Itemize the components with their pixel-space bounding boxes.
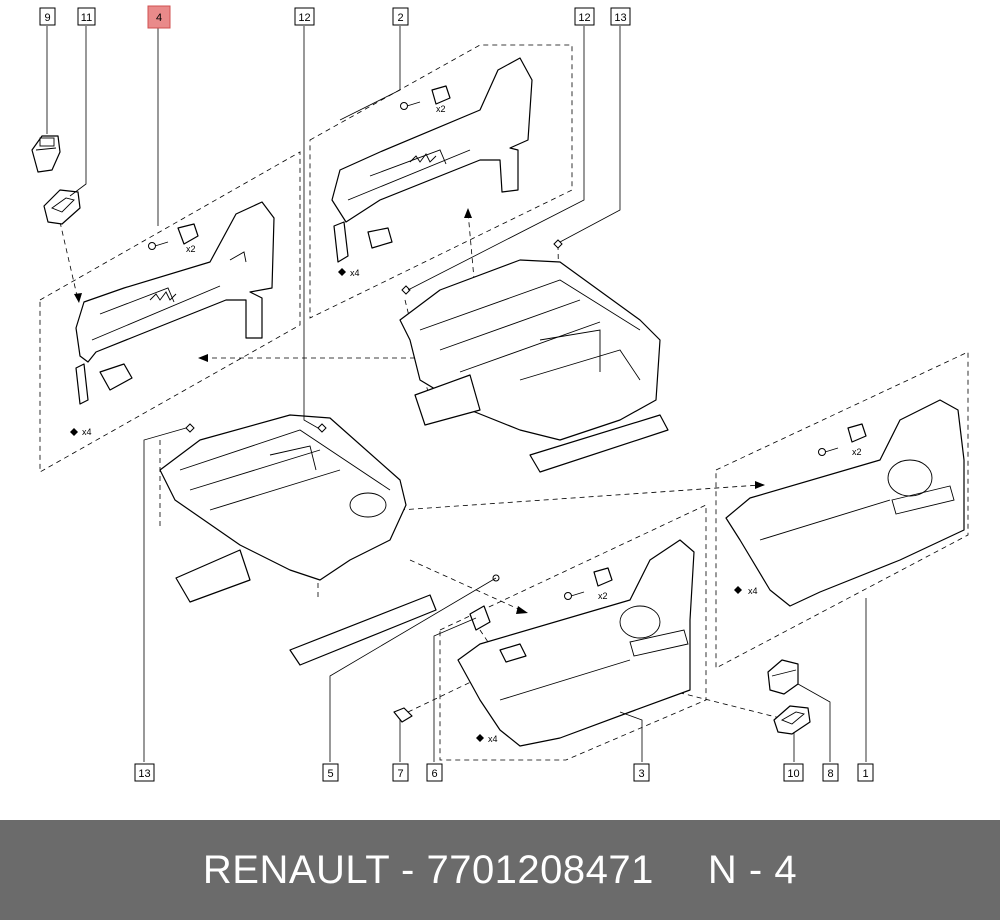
rivet-part-7 — [393, 707, 413, 723]
callout-12-right: 12 — [574, 7, 595, 26]
screw-icon — [818, 447, 839, 456]
svg-text:1: 1 — [862, 768, 868, 780]
screw-icon — [148, 241, 169, 250]
group-outline-right-trim — [715, 351, 969, 669]
callout-2: 2 — [392, 7, 409, 26]
svg-text:13: 13 — [138, 768, 150, 780]
qty-mid-nut: x4 — [488, 734, 498, 744]
seat-trim-part-3: x2 x4 — [457, 539, 695, 747]
nut-icon — [734, 586, 742, 594]
svg-text:12: 12 — [578, 12, 590, 24]
svg-text:7: 7 — [397, 768, 403, 780]
nut-icon — [338, 268, 346, 276]
qty-mid-screw: x2 — [598, 591, 608, 601]
svg-text:9: 9 — [44, 12, 50, 24]
qty-right-nut: x4 — [748, 586, 758, 596]
brand-part-number: RENAULT - 7701208471 — [202, 847, 654, 892]
switch-part-10 — [773, 705, 811, 735]
screw-icon — [564, 591, 585, 600]
group-outline-top-trim — [309, 44, 573, 319]
svg-text:10: 10 — [787, 768, 799, 780]
footer-bar: RENAULT - 7701208471 N - 4 — [0, 820, 1000, 920]
callout-12-left: 12 — [294, 7, 315, 26]
callout-5: 5 — [322, 763, 339, 782]
switch-part-8 — [767, 659, 799, 695]
leader-lines — [46, 26, 867, 762]
footer-caption: RENAULT - 7701208471 N - 4 — [0, 820, 1000, 920]
diagram-reference: N - 4 — [707, 847, 798, 892]
callout-7: 7 — [392, 763, 409, 782]
nut-icon — [185, 423, 327, 433]
qty-right-screw: x2 — [852, 447, 862, 457]
callout-10: 10 — [783, 763, 804, 782]
callout-11: 11 — [77, 7, 96, 26]
seat-trim-part-2: x2 x4 — [331, 57, 533, 278]
callout-13-bottom: 13 — [134, 763, 155, 782]
exploded-parts-diagram: x2 x4 x2 x4 — [31, 5, 969, 782]
svg-text:5: 5 — [327, 768, 333, 780]
switch-part-11 — [43, 189, 81, 225]
svg-text:11: 11 — [81, 12, 92, 24]
qty-top-screw: x2 — [436, 104, 446, 114]
nut-icon — [70, 428, 78, 436]
seat-frame-front — [159, 414, 437, 666]
callout-4-highlighted: 4 — [147, 5, 171, 29]
qty-left-nut: x4 — [82, 427, 92, 437]
svg-text:12: 12 — [298, 12, 310, 24]
svg-text:3: 3 — [638, 768, 644, 780]
svg-text:8: 8 — [827, 768, 833, 780]
nut-icon — [476, 734, 484, 742]
qty-top-nut: x4 — [350, 268, 360, 278]
svg-text:6: 6 — [431, 768, 437, 780]
group-outline-left-trim — [39, 151, 301, 473]
callout-3: 3 — [633, 763, 650, 782]
svg-text:4: 4 — [156, 12, 162, 24]
seat-trim-part-1: x2 x4 — [725, 399, 965, 607]
callout-9: 9 — [39, 7, 56, 26]
clip-icon — [593, 567, 613, 587]
seat-trim-part-4: x2 x4 — [70, 201, 275, 437]
clip-icon — [847, 423, 867, 443]
callout-1: 1 — [857, 763, 874, 782]
screw-icon — [400, 101, 421, 110]
clip-icon — [177, 223, 199, 245]
callout-6: 6 — [426, 763, 443, 782]
svg-text:13: 13 — [614, 12, 626, 24]
svg-text:2: 2 — [397, 12, 403, 24]
pin-part-6 — [469, 574, 500, 631]
group-outline-mid-trim — [439, 504, 707, 761]
callout-13-top: 13 — [610, 7, 631, 26]
knob-part-9 — [31, 135, 61, 173]
seat-frame-rear — [399, 239, 669, 473]
callout-8: 8 — [822, 763, 839, 782]
qty-left-screw: x2 — [186, 244, 196, 254]
clip-icon — [431, 85, 451, 105]
